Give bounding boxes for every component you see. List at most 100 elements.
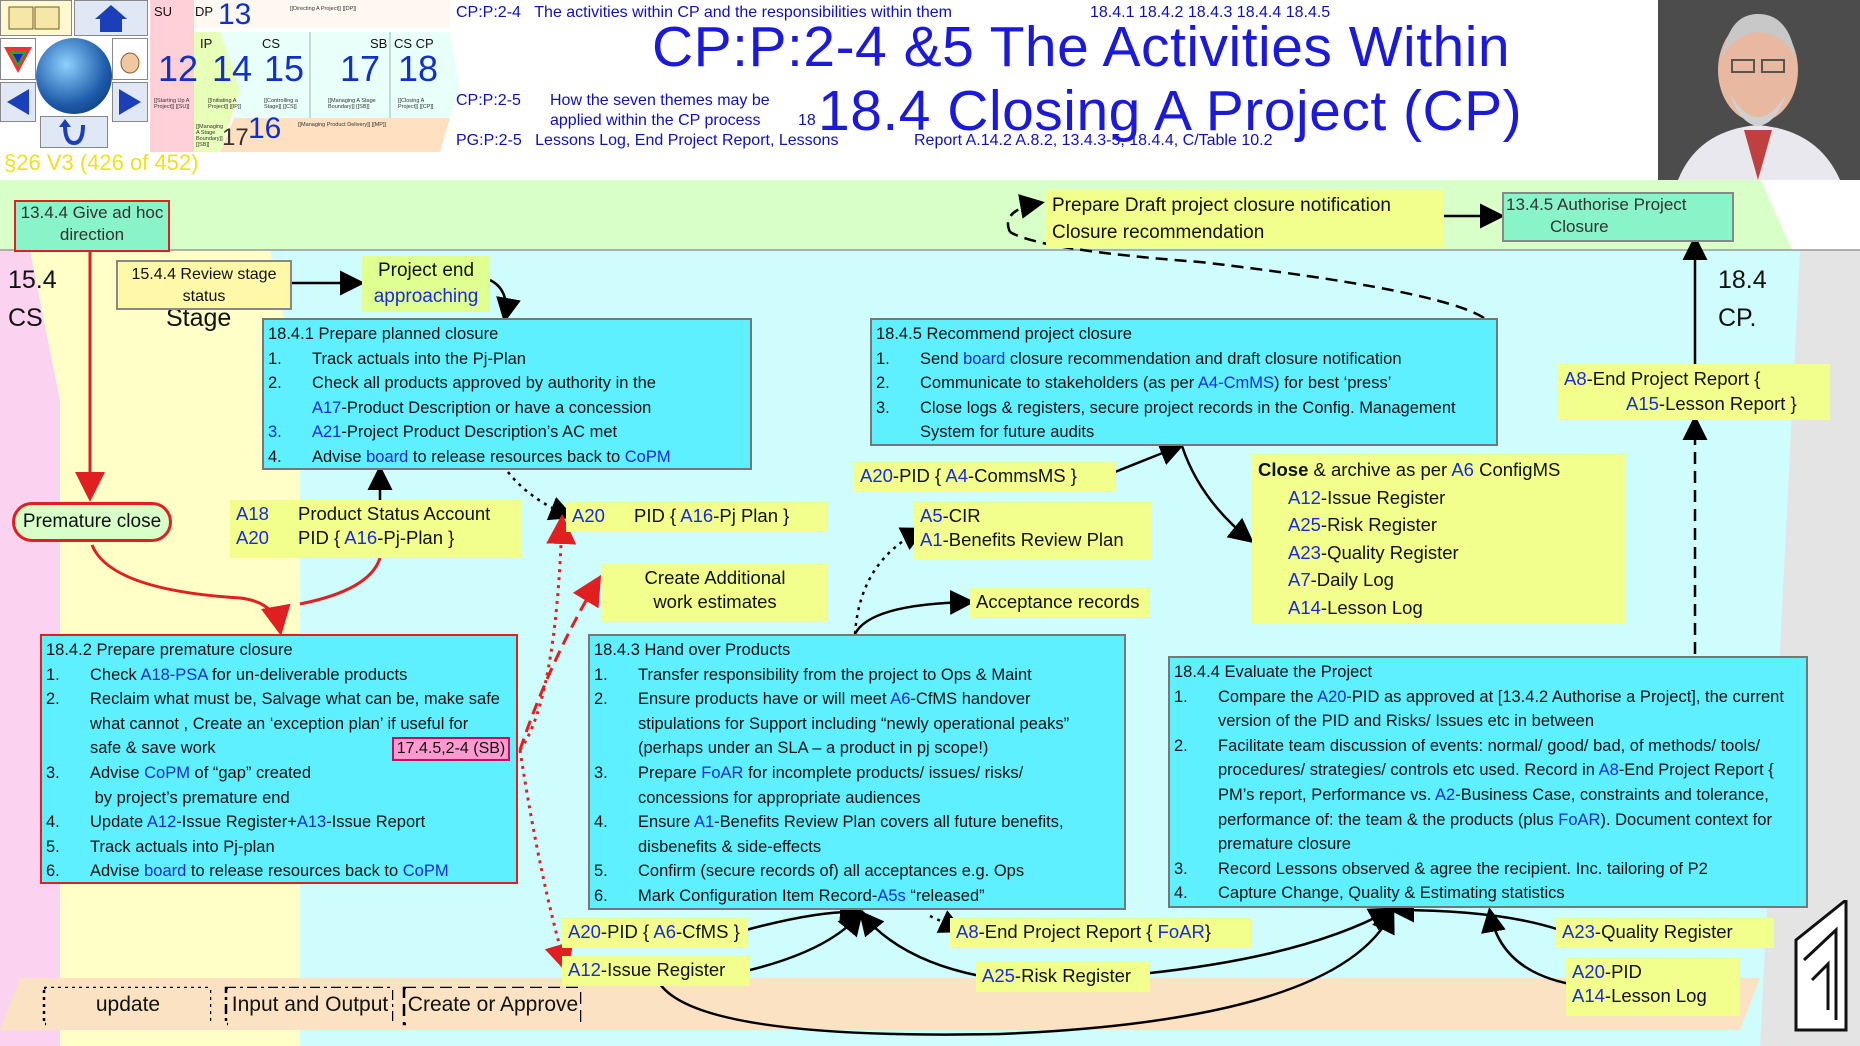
activity-prepare-planned-closure[interactable]: 18.4.1 Prepare planned closure 1.Track a… xyxy=(262,318,752,470)
tab-su-label[interactable]: SU xyxy=(154,4,173,19)
tab-cs-label[interactable]: CS xyxy=(262,36,281,51)
item-text: ) for best ‘press’ xyxy=(1273,374,1392,393)
tab-dp-number[interactable]: 13 xyxy=(218,0,252,31)
globe-icon[interactable] xyxy=(36,38,112,114)
activity-item: what cannot , Create an ‘exception plan’… xyxy=(46,712,512,737)
product-code: A2 xyxy=(1435,785,1456,804)
quality-register-input[interactable]: A23-Quality Register xyxy=(1556,918,1774,948)
item-text: -PID as approved at [13.4.2 Authorise a … xyxy=(1346,687,1784,706)
item-num: 2. xyxy=(1174,736,1188,755)
forward-arrow-icon[interactable] xyxy=(112,82,148,122)
close-archive-head-2: & archive as per xyxy=(1308,459,1452,480)
item-num: 4. xyxy=(594,813,608,832)
item-num: 3. xyxy=(594,763,608,782)
product-code: board xyxy=(144,862,187,881)
hand-icon[interactable] xyxy=(112,38,148,80)
product-name: -End Project Report { xyxy=(978,921,1158,942)
presenter-photo xyxy=(1658,0,1860,180)
activity-hand-over-products[interactable]: 18.4.3 Hand over Products 1.Transfer res… xyxy=(588,634,1126,910)
activity-item: 3.A21-Project Product Description’s AC m… xyxy=(268,420,746,445)
page-title-line-2: 18.4 Closing A Project (CP) xyxy=(818,79,1523,143)
prepare-draft-closure-box[interactable]: Prepare Draft project closure notificati… xyxy=(1046,190,1444,248)
item-num: 1. xyxy=(1174,687,1188,706)
project-end-line-2: approaching xyxy=(373,286,479,307)
end-project-report-output[interactable]: A8-End Project Report { A15-Lesson Repor… xyxy=(1558,364,1830,420)
legend-update: update xyxy=(46,988,210,1026)
product-name: -Lesson Log xyxy=(1320,596,1423,618)
tab-sb-label[interactable]: SB xyxy=(370,36,388,51)
activity-item: 2.Check all products approved by authori… xyxy=(268,371,746,396)
product-code: A12 xyxy=(146,813,177,832)
close-archive-registers-box[interactable]: Close & archive as per A6 ConfigMS A12-I… xyxy=(1252,454,1626,624)
tab-sb-number[interactable]: 17 xyxy=(340,48,381,89)
item-text: for incomplete products/ issues/ risks/ xyxy=(743,763,1024,782)
tab-cs-number[interactable]: 15 xyxy=(264,48,305,89)
item-text: System for future audits xyxy=(920,423,1095,442)
tab-dp-label[interactable]: DP xyxy=(195,4,214,19)
review-stage-status-box[interactable]: 15.4.4 Review stage status xyxy=(116,260,292,310)
item-num: 4. xyxy=(1174,884,1188,903)
product-code: A8 xyxy=(1564,368,1587,389)
item-text: to release resources back to xyxy=(408,447,625,466)
product-code: A8 xyxy=(956,921,979,942)
tab-cp-label[interactable]: CS CP xyxy=(394,36,434,51)
pid-cfms-input[interactable]: A20-PID { A6-CfMS } xyxy=(562,918,748,948)
activity-title: 18.4.4 Evaluate the Project xyxy=(1174,663,1373,681)
ref-line-1: CP:P:2-4 The activities within CP and th… xyxy=(456,4,952,21)
pid-lesson-log-input[interactable]: A20-PID A14-Lesson Log xyxy=(1566,958,1740,1016)
activity-title: 18.4.3 Hand over Products xyxy=(594,641,791,659)
product-code: A16 xyxy=(344,527,378,548)
item-text: -Issue Report xyxy=(326,813,426,832)
activity-item: A17-Product Description or have a conces… xyxy=(268,396,746,421)
item-text: -Issue Register+ xyxy=(176,813,297,832)
risk-register-input[interactable]: A25-Risk Register xyxy=(976,962,1150,992)
product-name: -Risk Register xyxy=(1320,514,1438,535)
activity-evaluate-the-project[interactable]: 18.4.4 Evaluate the Project 1. Compare th… xyxy=(1168,656,1808,908)
activity-item: 1.Transfer responsibility from the proje… xyxy=(594,663,1120,688)
tab-ip-label[interactable]: IP xyxy=(200,36,213,51)
pid-commsms-input[interactable]: A20-PID { A4-CommsMS } xyxy=(854,462,1116,492)
epr-foar-output[interactable]: A8-End Project Report { FoAR} xyxy=(950,918,1252,948)
item-text: Confirm (secure records of) all acceptan… xyxy=(638,862,1025,881)
back-arrow-icon[interactable] xyxy=(0,82,36,122)
item-text: procedures/ strategies/ controls etc use… xyxy=(1218,761,1599,780)
product-name: -PID xyxy=(1604,961,1642,982)
item-text: by project’s premature end xyxy=(90,788,290,807)
activity-item: 3.Record Lessons observed & agree the re… xyxy=(1174,857,1802,882)
item-text: closure recommendation and draft closure… xyxy=(1005,349,1402,368)
product-code: A15 xyxy=(1626,393,1659,414)
corner-decoration-icon xyxy=(1794,900,1848,1032)
home-icon[interactable] xyxy=(74,0,148,36)
tab-mp-number[interactable]: 16 xyxy=(248,112,282,145)
book-icon[interactable] xyxy=(0,0,72,36)
premature-close-node[interactable]: Premature close xyxy=(12,502,172,542)
tab-su-number[interactable]: 12 xyxy=(158,48,199,89)
give-adhoc-direction-box[interactable]: 13.4.4 Give ad hoc direction xyxy=(14,200,170,252)
activity-recommend-project-closure[interactable]: 18.4.5 Recommend project closure 1.Send … xyxy=(870,318,1498,446)
issue-register-input[interactable]: A12-Issue Register xyxy=(562,956,750,986)
product-code: A20 xyxy=(1572,961,1605,982)
tab-dp-caption: [[Directing A Project]] [[DP]] xyxy=(290,6,357,12)
activity-title: 18.4.1 Prepare planned closure xyxy=(268,325,499,343)
product-name: -PID { xyxy=(892,465,946,486)
authorise-project-closure-box[interactable]: 13.4.5 Authorise Project Closure xyxy=(1502,192,1734,242)
item-text: what cannot , Create an ‘exception plan’… xyxy=(90,714,469,733)
activity-item: 3.Close logs & registers, secure project… xyxy=(876,396,1492,421)
product-code: A7 xyxy=(1288,569,1311,590)
item-text: Compare the xyxy=(1218,687,1318,706)
undo-icon[interactable] xyxy=(40,116,108,148)
item-text: Facilitate team discussion of events: no… xyxy=(1218,736,1761,755)
item-num: 3. xyxy=(876,398,890,417)
cir-brp-output[interactable]: A5-CIR A1-Benefits Review Plan xyxy=(914,502,1152,560)
item-text: concessions for appropriate audiences xyxy=(638,788,921,807)
tab-cp-number[interactable]: 18 xyxy=(398,48,439,89)
additional-work-estimates-box[interactable]: Create Additional work estimates xyxy=(602,564,828,622)
item-text: Check xyxy=(90,665,141,684)
sb-reference-link[interactable]: 17.4.5,2-4 (SB) xyxy=(392,737,510,761)
product-code: A16 xyxy=(680,505,714,526)
tab-ip-number[interactable]: 14 xyxy=(212,48,253,89)
item-text: Record Lessons observed & agree the reci… xyxy=(1218,859,1708,878)
acceptance-records-output[interactable]: Acceptance records xyxy=(970,588,1150,618)
